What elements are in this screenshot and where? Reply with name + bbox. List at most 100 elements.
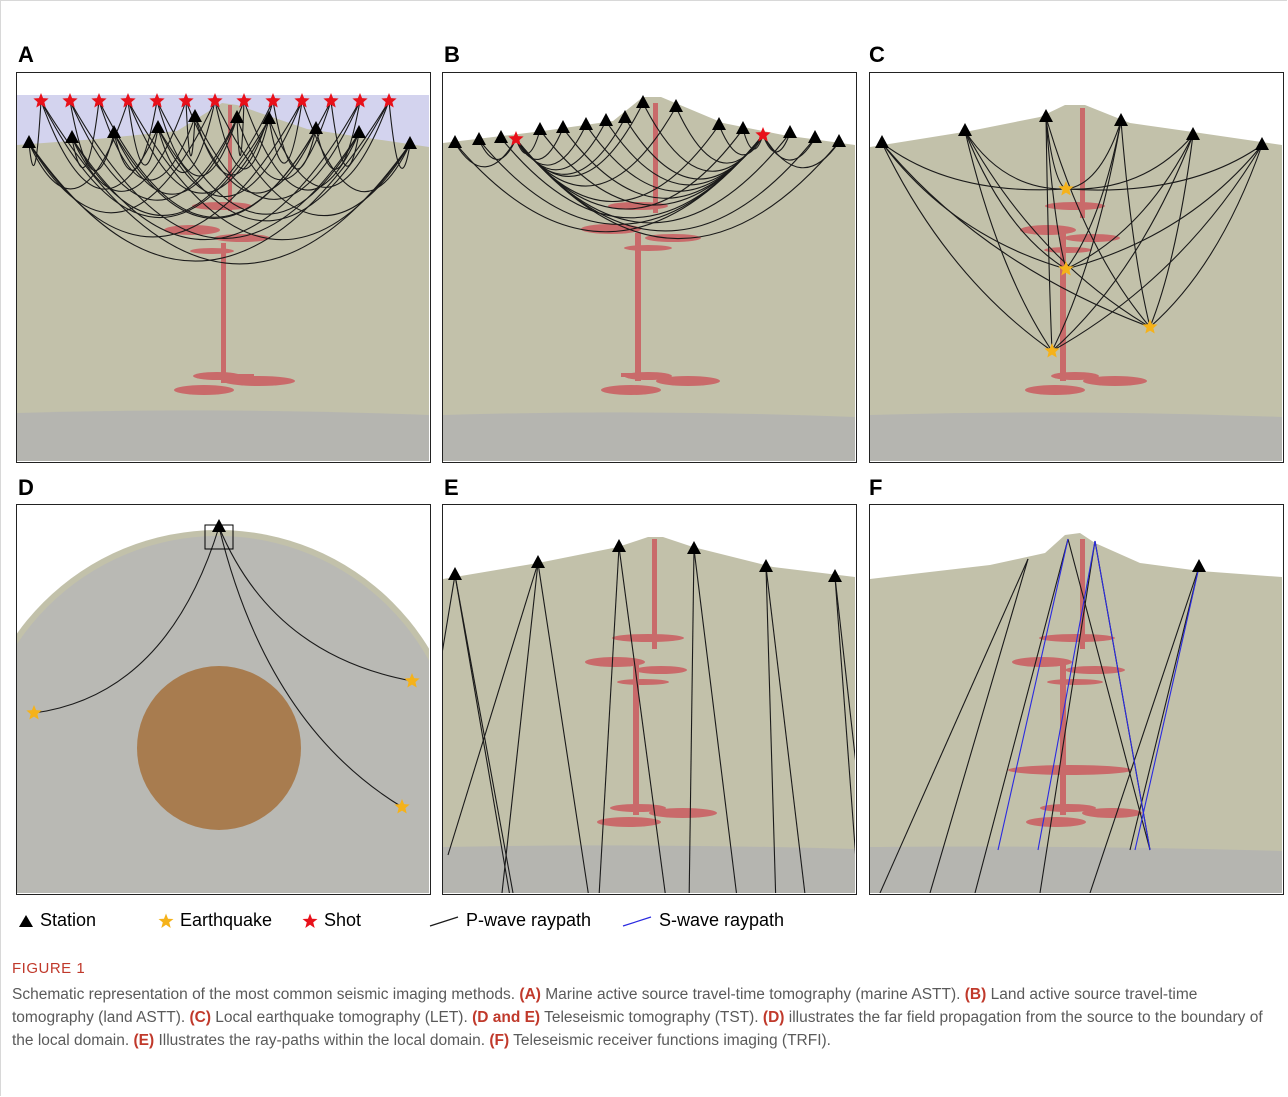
magma-chamber	[656, 376, 720, 386]
p-wave-raypath	[1089, 566, 1200, 893]
p-wave-raypath	[236, 100, 245, 156]
p-wave-raypath	[537, 562, 589, 893]
magma-chamber	[624, 372, 672, 380]
station-icon	[107, 125, 121, 138]
panel-label-a: A	[18, 42, 34, 67]
p-wave-raypath	[156, 100, 238, 177]
p-wave-raypath	[834, 576, 855, 761]
caption-segment: Schematic representation of the most com…	[12, 986, 520, 1003]
p-wave-raypath	[113, 100, 158, 171]
p-wave-raypath	[1045, 116, 1067, 270]
earthquake-icon	[26, 705, 42, 720]
legend-shot-label: Shot	[324, 910, 362, 930]
legend: Station Earthquake Shot P-wave raypath S…	[18, 906, 918, 936]
p-wave-raypath	[127, 100, 270, 194]
caption-panel-ref: (D and E)	[472, 1009, 541, 1026]
p-wave-raypath	[1149, 144, 1263, 328]
p-wave-raypath	[301, 100, 411, 193]
station-icon	[712, 117, 726, 130]
station-icon	[22, 135, 36, 148]
station-icon	[1114, 113, 1128, 126]
station-icon	[531, 555, 545, 568]
shot-icon	[352, 93, 368, 108]
s-wave-raypath	[997, 538, 1069, 851]
shot-icon	[33, 93, 49, 108]
magma-conduit	[1080, 108, 1085, 218]
p-wave-raypath	[1149, 134, 1194, 328]
station-icon	[599, 113, 613, 126]
magma-conduit	[633, 665, 639, 815]
magma-conduit	[1060, 665, 1066, 815]
station-icon	[352, 125, 366, 138]
station-icon	[808, 130, 822, 143]
station-icon	[579, 117, 593, 130]
station-icon	[472, 132, 486, 145]
caption-segment: illustrates the far field propagation fr…	[12, 1009, 1263, 1049]
magma-chamber	[1065, 666, 1125, 674]
p-wave-raypath	[71, 100, 274, 216]
magma-chamber	[635, 666, 687, 674]
p-wave-raypath	[688, 548, 695, 893]
legend-shot: Shot	[302, 906, 361, 934]
station-icon	[188, 109, 202, 122]
panel-f-trfi	[869, 504, 1284, 895]
caption-panel-ref: (D)	[762, 1009, 785, 1026]
magma-chamber	[1045, 202, 1105, 210]
caption-segment: Marine active source travel-time tomogra…	[540, 986, 965, 1003]
magma-conduit	[652, 539, 657, 649]
station-icon	[687, 541, 701, 554]
p-wave-raypath	[881, 142, 1067, 191]
p-wave-raypath	[156, 100, 360, 215]
station-icon	[958, 123, 972, 136]
p-wave-raypath	[214, 100, 411, 217]
p-wave-raypath	[272, 100, 317, 170]
shot-icon	[91, 93, 107, 108]
magma-conduit	[228, 105, 232, 211]
legend-p-wave: P-wave raypath	[428, 906, 591, 934]
p-wave-raypath	[1067, 538, 1151, 851]
earthquake-icon	[394, 799, 410, 814]
p-wave-raypath	[194, 100, 274, 176]
p-wave-raypath	[71, 100, 361, 241]
station-icon	[494, 130, 508, 143]
earthquake-icon	[1142, 319, 1158, 334]
crust-layer	[870, 533, 1282, 893]
mantle-layer	[870, 846, 1282, 893]
p-wave-raypath	[454, 138, 517, 168]
magma-chamber	[193, 372, 241, 380]
p-wave-raypath	[388, 100, 411, 169]
p-wave-raypath	[113, 100, 332, 219]
caption-panel-ref: (C)	[189, 1009, 211, 1026]
shot-icon	[62, 93, 78, 108]
station-icon	[403, 136, 417, 149]
p-wave-raypath	[194, 100, 361, 200]
p-wave-raypath	[515, 138, 840, 240]
p-wave-raypath	[28, 100, 216, 214]
p-wave-raypath	[69, 100, 360, 239]
station-icon	[618, 110, 632, 123]
caption-panel-ref: (A)	[519, 986, 541, 1003]
magma-conduit	[1060, 233, 1066, 381]
panel-label-d: D	[18, 475, 34, 500]
caption-panel-ref: (B)	[964, 986, 987, 1003]
p-wave-raypath	[1065, 134, 1194, 190]
panel-b-land-astt	[442, 72, 857, 463]
station-icon	[262, 111, 276, 124]
caption-segment: Local earthquake tomography (LET).	[211, 1009, 473, 1026]
p-wave-raypath	[964, 130, 1151, 328]
magma-chamber	[1008, 765, 1132, 775]
p-wave-raypath	[675, 106, 764, 164]
figure-caption: FIGURE 1 Schematic representation of the…	[12, 960, 1274, 1052]
station-icon	[448, 567, 462, 580]
p-wave-raypath	[113, 100, 245, 195]
p-wave-raypath	[765, 566, 806, 893]
p-wave-raypath	[1045, 116, 1053, 352]
p-wave-raypath	[598, 546, 620, 893]
panel-e-tst-local	[442, 504, 857, 895]
earth-core	[137, 666, 301, 830]
p-wave-raypath	[929, 558, 1029, 893]
station-icon	[151, 120, 165, 133]
p-wave-raypath	[218, 526, 403, 808]
p-wave-raypath	[1045, 116, 1151, 328]
p-wave-raypath	[879, 558, 1029, 893]
